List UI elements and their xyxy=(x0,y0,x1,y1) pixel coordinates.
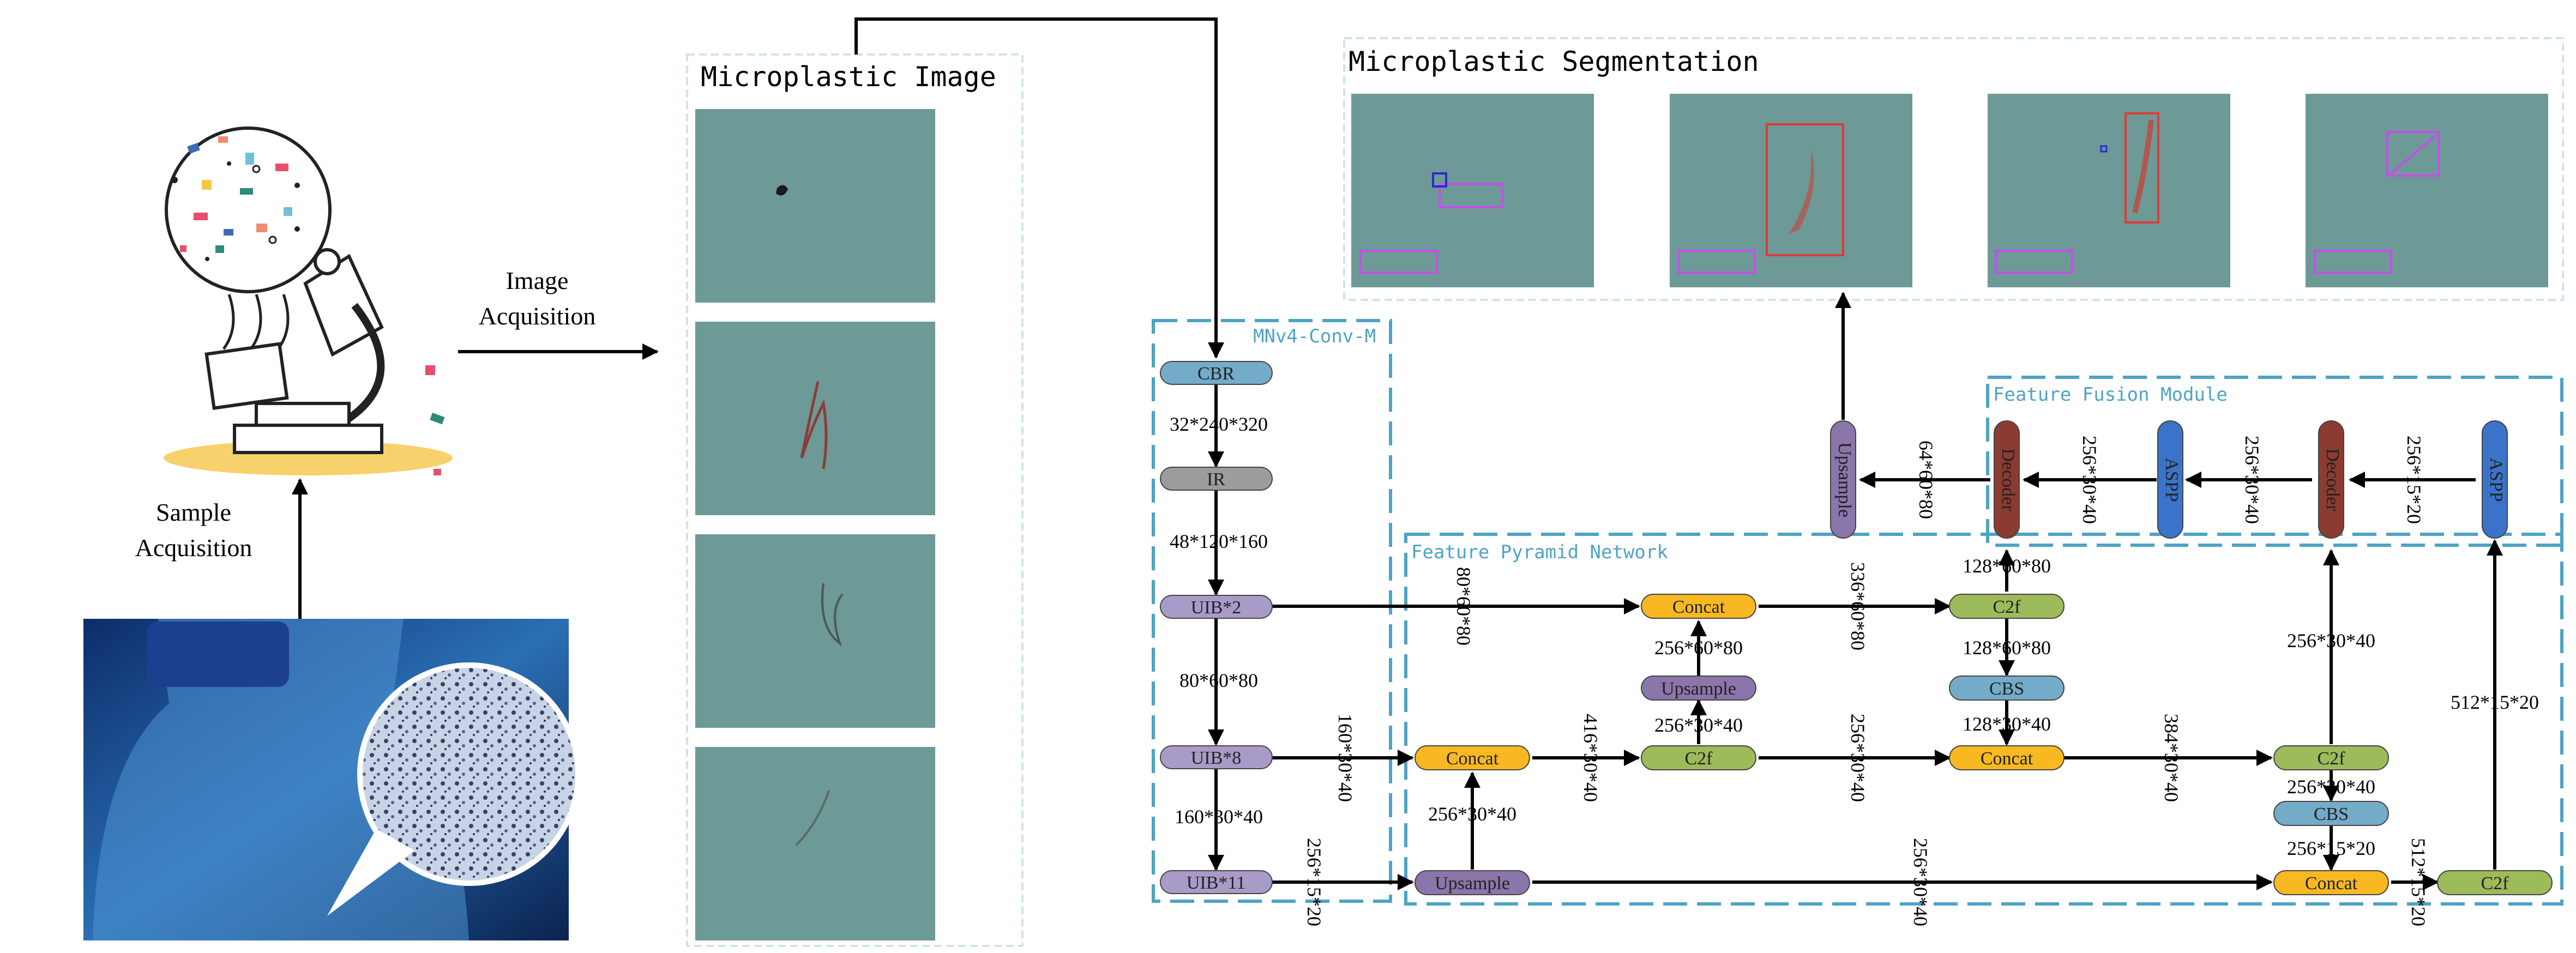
thought-bubble xyxy=(165,126,332,293)
fpn-nodes: Concat Upsample C2f Upsample Concat C2f … xyxy=(1415,594,2553,895)
node-ir xyxy=(1160,467,1273,491)
node-aspp-a xyxy=(2157,420,2183,539)
node-c2f-top-label: C2f xyxy=(1993,597,2021,617)
segmentation-panel xyxy=(1343,37,2564,301)
backbone-nodes: CBR IR UIB*2 UIB*8 UIB*11 xyxy=(1160,361,1273,894)
node-upsample-out-label: Upsample xyxy=(1834,442,1855,517)
microscope-illustration xyxy=(164,126,453,475)
node-uib11-label: UIB*11 xyxy=(1187,873,1245,893)
backbone-box xyxy=(1152,319,1392,903)
input-images xyxy=(695,109,935,940)
microplastic-image-title: Microplastic Image xyxy=(701,61,996,93)
node-c2f-top xyxy=(1949,594,2065,619)
node-upsample-a-label: Upsample xyxy=(1435,873,1510,894)
dim-uib11-upsample: 256*15*20 xyxy=(1303,838,1325,926)
node-concat-a-label: Concat xyxy=(1446,749,1499,769)
node-uib11 xyxy=(1160,870,1273,894)
node-aspp-b-label: ASPP xyxy=(2486,457,2506,502)
ffm-title: Feature Fusion Module xyxy=(1993,384,2228,406)
node-c2f-c-label: C2f xyxy=(2318,749,2346,769)
dim-concat-c2f-d: 512*15*20 xyxy=(2408,838,2429,926)
dim-c2f-dec-b: 256*30*40 xyxy=(2287,630,2375,652)
dim-c2f-concat-b: 256*30*40 xyxy=(1847,714,1869,802)
dim-uib8-concat: 160*30*40 xyxy=(1334,714,1356,802)
node-c2f-a-label: C2f xyxy=(1685,749,1713,769)
microplastic-image-panel xyxy=(686,53,1024,947)
sample-acquisition-label-1: Sample xyxy=(156,498,231,526)
node-concat-a xyxy=(1415,745,1530,770)
dim-2: 48*120*160 xyxy=(1170,530,1268,552)
node-uib8 xyxy=(1160,745,1273,769)
dim-upsample-concat: 256*30*40 xyxy=(1428,803,1516,825)
dim-c2f-dec: 128*60*80 xyxy=(1963,555,2051,577)
node-concat-top-label: Concat xyxy=(1672,597,1725,617)
arrow-to-backbone xyxy=(854,17,1224,359)
dim-long: 256*30*40 xyxy=(1910,838,1931,926)
dim-c2f-aspp: 512*15*20 xyxy=(2451,691,2539,713)
dim-aspp-dec-b: 256*15*20 xyxy=(2403,436,2425,524)
dim-ups-concat-top: 256*60*80 xyxy=(1654,637,1743,659)
fpn-title: Feature Pyramid Network xyxy=(1411,541,1668,563)
dim-3: 80*60*80 xyxy=(1179,669,1258,691)
node-upsample-b-label: Upsample xyxy=(1661,679,1736,699)
node-decoder-a xyxy=(1994,420,2020,539)
node-cbr xyxy=(1160,361,1273,385)
water-bottle-photo xyxy=(83,619,581,940)
image-acquisition-label-2: Acquisition xyxy=(479,302,596,330)
segmentation-title: Microplastic Segmentation xyxy=(1349,46,1759,77)
dim-c2f-cbs-b: 256*30*40 xyxy=(2287,776,2375,798)
node-cbr-label: CBR xyxy=(1197,364,1235,384)
node-ir-label: IR xyxy=(1207,469,1225,490)
node-c2f-d xyxy=(2437,870,2553,895)
fpn-box xyxy=(1404,533,2563,906)
node-c2f-a xyxy=(1641,745,1756,770)
node-concat-b-label: Concat xyxy=(1981,749,2033,769)
node-cbs-a xyxy=(1949,675,2065,701)
node-c2f-d-label: C2f xyxy=(2481,873,2509,894)
node-decoder-b xyxy=(2318,420,2344,539)
node-concat-b xyxy=(1949,745,2065,770)
dim-uib2-concat: 80*60*80 xyxy=(1453,567,1474,646)
connections xyxy=(1208,292,2503,890)
ffm-box xyxy=(1986,376,2563,547)
node-uib8-label: UIB*8 xyxy=(1191,748,1242,768)
segmentation-images xyxy=(1351,94,2548,287)
dim-concat-c2f: 416*30*40 xyxy=(1580,714,1602,802)
node-c2f-c xyxy=(2273,745,2389,770)
node-cbs-b-label: CBS xyxy=(2314,804,2349,824)
node-uib2 xyxy=(1160,595,1273,619)
dimension-labels: 32*240*320 48*120*160 80*60*80 160*30*40… xyxy=(1170,413,2539,926)
dim-dec-aspp: 256*30*40 xyxy=(2241,436,2263,524)
node-upsample-b xyxy=(1641,675,1756,701)
node-cbs-b xyxy=(2273,801,2389,826)
node-decoder-b-label: Decoder xyxy=(2322,448,2343,511)
node-upsample-a xyxy=(1415,870,1530,895)
ffm-nodes: Upsample Decoder ASPP Decoder ASPP xyxy=(1830,420,2508,539)
dim-aspp-dec: 256*30*40 xyxy=(2079,436,2100,524)
dim-cbs-concat-d: 256*15*20 xyxy=(2287,837,2375,859)
dim-1: 32*240*320 xyxy=(1170,413,1268,435)
node-uib2-label: UIB*2 xyxy=(1191,598,1242,618)
node-concat-d-label: Concat xyxy=(2305,873,2358,894)
backbone-title: MNv4-Conv-M xyxy=(1253,325,1376,347)
dim-5: 160*30*40 xyxy=(1175,806,1263,828)
node-aspp-b xyxy=(2482,420,2508,539)
node-concat-d xyxy=(2273,870,2389,895)
node-upsample-out xyxy=(1830,420,1856,539)
node-decoder-a-label: Decoder xyxy=(1998,448,2018,511)
dim-cbs-concat: 128*30*40 xyxy=(1963,713,2051,735)
node-cbs-a-label: CBS xyxy=(1989,679,2024,699)
node-aspp-a-label: ASPP xyxy=(2162,457,2182,502)
node-concat-top xyxy=(1641,594,1756,619)
image-acquisition-label-1: Image xyxy=(506,267,569,294)
sample-acquisition-label-2: Acquisition xyxy=(135,534,252,562)
dim-concat-c2f-c: 384*30*40 xyxy=(2160,714,2182,802)
particles xyxy=(171,136,300,261)
dim-concat-c2f-top: 336*60*80 xyxy=(1847,562,1869,650)
dim-c2f-cbs: 128*60*80 xyxy=(1963,637,2051,659)
dim-c2f-ups: 256*30*40 xyxy=(1654,714,1743,736)
dim-dec-ups: 64*60*80 xyxy=(1915,441,1937,519)
